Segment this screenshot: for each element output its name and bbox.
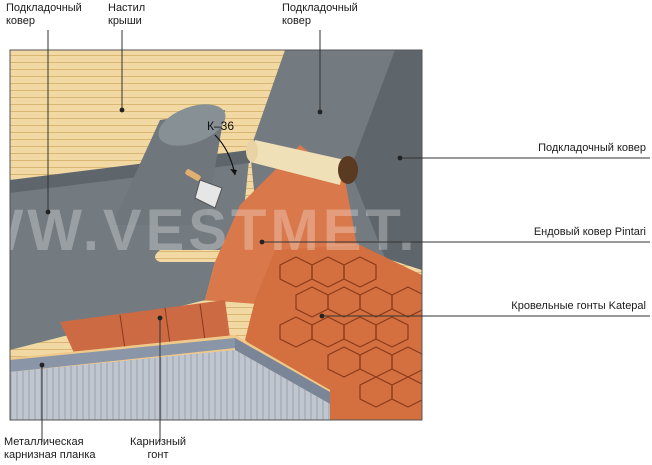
label-eave-shingle-line2: гонт [147, 449, 169, 461]
label-deck-line2: крыши [108, 15, 142, 27]
label-eave-shingle: Карнизный гонт [130, 436, 186, 462]
metal-eave-plank [10, 338, 235, 372]
leader-lines [41, 30, 650, 442]
paint-roller [246, 140, 358, 185]
label-underlay-top: Подкладочный ковер [282, 2, 358, 28]
label-underlay-top-line1: Подкладочный [282, 2, 358, 14]
tool-label-group: К–36 [207, 119, 237, 176]
leader-dots [39, 107, 403, 368]
label-eave-plank-line1: Металлическая [4, 436, 84, 448]
label-eave-plank: Металлическая карнизная планка [4, 436, 96, 462]
label-shingles: Кровельные гонты Katepal [511, 300, 646, 312]
label-eave-plank-line2: карнизная планка [4, 449, 96, 461]
wall [10, 350, 330, 420]
frame-border [9, 49, 423, 421]
label-valley: Ендовый ковер Pintari [533, 226, 646, 238]
tool-label: К–36 [207, 119, 234, 133]
eave-shingle-joints [119, 303, 206, 350]
label-underlay-left-line1: Подкладочный [6, 2, 82, 14]
label-deck-line1: Настил [108, 2, 146, 14]
watermark: WWW.VESTMET.RU [0, 198, 510, 263]
spatula-tool [185, 169, 223, 209]
label-underlay-left: Подкладочный ковер [6, 2, 82, 28]
underlay-right-shade [350, 50, 422, 270]
metal-eave-plank-side [235, 338, 330, 404]
label-eave-shingle-line1: Карнизный [130, 436, 187, 448]
label-underlay-right: Подкладочный ковер [538, 142, 646, 154]
illustration: WWW.VESTMET.RU [0, 50, 510, 420]
label-deck: Настил крыши [108, 2, 145, 28]
label-underlay-left-line2: ковер [6, 15, 36, 27]
label-underlay-top-line2: ковер [282, 15, 312, 27]
